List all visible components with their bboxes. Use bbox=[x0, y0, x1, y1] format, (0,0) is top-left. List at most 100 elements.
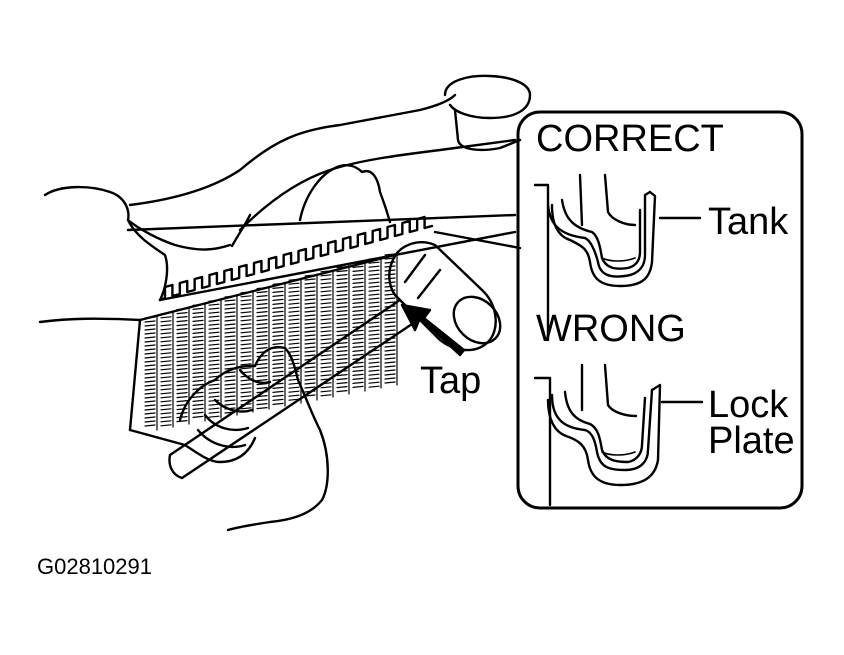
fin-hatch bbox=[176, 396, 188, 399]
fin-hatch bbox=[352, 293, 364, 296]
fin-hatch bbox=[320, 274, 332, 277]
fin-hatch bbox=[144, 368, 156, 371]
fin-hatch bbox=[352, 381, 364, 384]
fin-hatch bbox=[240, 339, 252, 342]
fin-hatch bbox=[176, 312, 188, 315]
fin-hatch bbox=[272, 322, 284, 325]
fin-hatch bbox=[288, 298, 300, 301]
fin-hatch bbox=[176, 344, 188, 347]
fin-hatch bbox=[208, 331, 220, 334]
fin-hatch bbox=[288, 282, 300, 285]
fin-hatch bbox=[336, 374, 348, 377]
fin-hatch bbox=[352, 273, 364, 276]
fin-hatch bbox=[256, 343, 268, 346]
fin-hatch bbox=[256, 403, 268, 406]
fin-hatch bbox=[368, 273, 380, 276]
fin-hatch bbox=[208, 391, 220, 394]
fin-hatch bbox=[272, 390, 284, 393]
mallet-icon bbox=[388, 241, 502, 352]
fin-hatch bbox=[160, 352, 172, 355]
fin-hatch bbox=[352, 365, 364, 368]
fin-hatch bbox=[256, 311, 268, 314]
fin-hatch bbox=[160, 336, 172, 339]
fin-hatch bbox=[320, 386, 332, 389]
fin-hatch bbox=[160, 364, 172, 367]
fin-hatch bbox=[368, 277, 380, 280]
fin-hatch bbox=[336, 362, 348, 365]
fin-hatch bbox=[368, 341, 380, 344]
fin-hatch bbox=[160, 376, 172, 379]
mallet-handle bbox=[168, 298, 417, 480]
fin-hatch bbox=[240, 399, 252, 402]
fin-hatch bbox=[272, 402, 284, 405]
fin-hatch bbox=[208, 415, 220, 418]
fin-hatch bbox=[352, 377, 364, 380]
fin-hatch bbox=[272, 370, 284, 373]
correct-section bbox=[533, 173, 702, 342]
fin-hatch bbox=[224, 331, 236, 334]
fin-hatch bbox=[368, 385, 380, 388]
fin-hatch bbox=[192, 407, 204, 410]
fin-hatch bbox=[304, 282, 316, 285]
hand-outline bbox=[178, 346, 329, 532]
fin-hatch bbox=[368, 353, 380, 356]
fin-hatch bbox=[144, 340, 156, 343]
fin-hatch bbox=[224, 403, 236, 406]
fin-hatch bbox=[208, 367, 220, 370]
fin-hatch bbox=[224, 395, 236, 398]
fin-hatch bbox=[352, 281, 364, 284]
lock-plate-label-line2: Plate bbox=[708, 420, 795, 462]
fin-hatch bbox=[208, 299, 220, 302]
fin-hatch bbox=[384, 329, 396, 332]
fin-hatch bbox=[192, 307, 204, 310]
fin-hatch bbox=[304, 370, 316, 373]
fin-hatch bbox=[144, 348, 156, 351]
fin-hatch bbox=[160, 332, 172, 335]
fin-hatch bbox=[224, 399, 236, 402]
fin-hatch bbox=[240, 395, 252, 398]
fin-hatch bbox=[384, 317, 396, 320]
fin-hatch bbox=[240, 315, 252, 318]
fin-hatch bbox=[208, 319, 220, 322]
fin-hatch bbox=[256, 327, 268, 330]
fin-hatch bbox=[272, 302, 284, 305]
fin-hatch bbox=[352, 349, 364, 352]
fin-hatch bbox=[208, 311, 220, 314]
fin-hatch bbox=[224, 303, 236, 306]
fin-hatch bbox=[160, 408, 172, 411]
fin-hatch bbox=[160, 356, 172, 359]
fin-hatch bbox=[192, 403, 204, 406]
fin-hatch bbox=[336, 334, 348, 337]
fin-hatch bbox=[224, 339, 236, 342]
fin-hatch bbox=[288, 394, 300, 397]
fin-hatch bbox=[176, 372, 188, 375]
fin-hatch bbox=[304, 342, 316, 345]
fin-hatch bbox=[336, 390, 348, 393]
fin-hatch bbox=[224, 387, 236, 390]
fin-hatch bbox=[176, 388, 188, 391]
fin-hatch bbox=[240, 383, 252, 386]
fin-hatch bbox=[304, 278, 316, 281]
fin-hatch bbox=[384, 297, 396, 300]
fin-hatch bbox=[192, 319, 204, 322]
fin-hatch bbox=[240, 319, 252, 322]
fin-hatch bbox=[272, 366, 284, 369]
fin-hatch bbox=[272, 298, 284, 301]
fin-hatch bbox=[336, 302, 348, 305]
fin-hatch bbox=[144, 320, 156, 323]
fin-hatch bbox=[208, 303, 220, 306]
fin-hatch bbox=[160, 312, 172, 315]
fin-hatch bbox=[288, 314, 300, 317]
fin-hatch bbox=[368, 325, 380, 328]
fin-hatch bbox=[320, 314, 332, 317]
fin-hatch bbox=[208, 355, 220, 358]
fin-hatch bbox=[240, 303, 252, 306]
fin-hatch bbox=[368, 337, 380, 340]
fin-hatch bbox=[272, 398, 284, 401]
fin-hatch bbox=[352, 269, 364, 272]
fin-hatch bbox=[240, 331, 252, 334]
fin-hatch bbox=[304, 366, 316, 369]
fin-hatch bbox=[192, 343, 204, 346]
